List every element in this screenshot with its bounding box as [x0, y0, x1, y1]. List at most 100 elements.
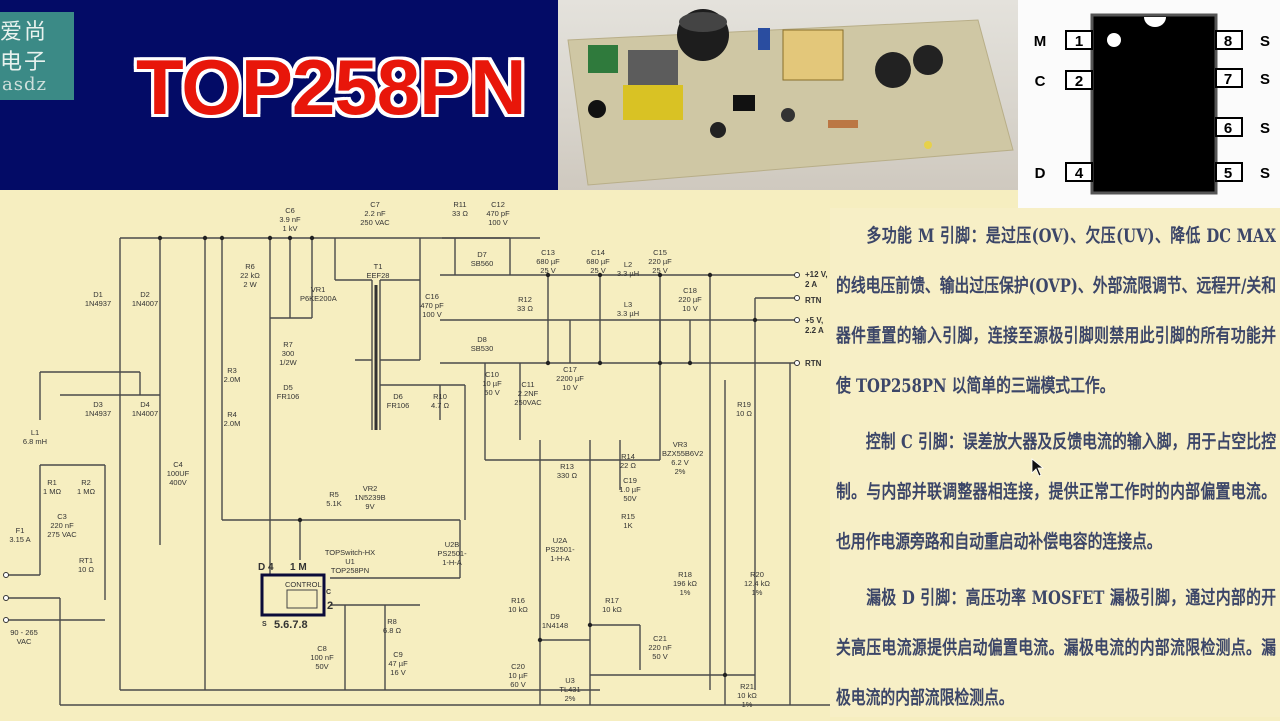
logo-line-2: 电子 [0, 50, 49, 75]
ic-control-block [286, 589, 318, 609]
pin-name: C [1035, 73, 1046, 90]
component-label: R7 300 1/2W [279, 340, 297, 367]
junction-dot [309, 235, 315, 241]
component-label: R4 2.0M [223, 410, 241, 428]
brand-logo: 爱尚 电子 asdz [0, 12, 74, 100]
input-terminal [3, 572, 9, 578]
component-label: R16 10 kΩ [508, 596, 528, 614]
junction-dot [202, 235, 208, 241]
ic-source-pins: 5.6.7.8 [274, 619, 308, 631]
component-label: C20 10 µF 60 V [508, 662, 528, 689]
component-label: C16 470 pF 100 V [420, 292, 444, 319]
component-label: C19 1.0 µF 50V [619, 476, 641, 503]
component-label: R17 10 kΩ [602, 596, 622, 614]
component-label: VR1 P6KE200A [300, 285, 337, 303]
pin-number: 2 [1075, 73, 1083, 90]
component-label: C7 2.2 nF 250 VAC [360, 200, 390, 227]
junction-dot [587, 622, 593, 628]
output-label: RTN [805, 296, 822, 305]
input-terminal [3, 595, 9, 601]
junction-dot [545, 272, 551, 278]
component-label: D5 FR106 [276, 383, 300, 401]
component-label: L3 3.3 µH [616, 300, 640, 318]
component-label: R8 6.8 Ω [382, 617, 402, 635]
chip-title: TOP258PN [136, 43, 526, 131]
junction-dot [287, 235, 293, 241]
junction-dot [597, 272, 603, 278]
component-label: R10 4.7 Ω [430, 392, 450, 410]
junction-dot [707, 272, 713, 278]
ic-pin-m: 1 M [290, 562, 307, 573]
junction-dot [545, 360, 551, 366]
pin-name: D [1035, 165, 1046, 182]
pin-d-description: 漏极 D 引脚：高压功率 MOSFET 漏极引脚，通过内部的开关高压电流源提供启… [836, 588, 1276, 709]
output-label: +12 V, 2 A [805, 270, 828, 289]
component-label: C4 100UF 400V [166, 460, 190, 487]
component-label: D4 1N4007 [131, 400, 159, 418]
pin-name: M [1034, 33, 1047, 50]
component-label: C17 2200 µF 10 V [556, 365, 584, 392]
pin-name: S [1260, 120, 1270, 137]
component-label: C15 220 µF 25 V [648, 248, 672, 275]
component-label: L1 6.8 mH [22, 428, 48, 446]
junction-dot [687, 360, 693, 366]
output-label: +5 V, 2.2 A [805, 316, 824, 335]
component-label: R14 22 Ω [619, 452, 637, 470]
component-label: C3 220 nF 275 VAC [47, 512, 77, 539]
junction-dot [267, 235, 273, 241]
component-label: C9 47 µF 16 V [388, 650, 408, 677]
schematic-wires [3, 235, 830, 706]
pin-number: 6 [1224, 120, 1232, 137]
junction-dot [722, 672, 728, 678]
pin-4-lead [1065, 162, 1093, 182]
ic-control-label: CONTROL [285, 580, 322, 589]
pcb-photo [558, 0, 1018, 190]
component-label: C21 220 nF 50 V [648, 634, 672, 661]
component-label: R1 1 MΩ [42, 478, 62, 496]
component-label: U3 TL431 2% [559, 676, 581, 703]
component-label: D2 1N4007 [131, 290, 159, 308]
pin-name: S [1260, 165, 1270, 182]
logo-line-1: 爱尚 [0, 20, 49, 45]
pin-1-lead [1065, 30, 1093, 50]
pin-m-description: 多功能 M 引脚：是过压(OV)、欠压(UV)、降低 DC MAX 的线电压前馈… [836, 226, 1276, 397]
component-label: D6 FR106 [386, 392, 410, 410]
component-label: R5 5.1K [326, 490, 342, 508]
component-label: TOPSwitch-HX U1 TOP258PN [324, 548, 376, 575]
component-label: R21 10 kΩ 1% [737, 682, 757, 709]
pin-2-lead [1065, 70, 1093, 90]
component-label: F1 3.15 A [9, 526, 31, 544]
title-banner: 爱尚 电子 asdz TOP258PN [0, 0, 558, 190]
pin-c-description: 控制 C 引脚：误差放大器及反馈电流的输入脚，用于占空比控制。与内部并联调整器相… [836, 432, 1276, 553]
junction-dot [297, 517, 303, 523]
component-label: VR3 BZX55B6V2 6.2 V 2% [662, 440, 704, 476]
pin-number: 4 [1075, 165, 1084, 182]
component-label: D9 1N4148 [541, 612, 569, 630]
pin-number: 1 [1075, 33, 1083, 50]
component-label: D7 SB560 [470, 250, 494, 268]
output-terminal [794, 272, 800, 278]
component-label: T1 EEF28 [366, 262, 390, 280]
component-label: C12 470 pF 100 V [486, 200, 510, 227]
output-terminal [794, 317, 800, 323]
component-label: C8 100 nF 50V [310, 644, 334, 671]
component-label: L2 3.3 µH [616, 260, 640, 278]
output-label: RTN [805, 359, 822, 368]
input-terminal [3, 617, 9, 623]
ic-pin-d: D 4 [258, 562, 274, 573]
pin-number: 8 [1224, 33, 1232, 50]
pin-7-lead [1215, 68, 1243, 88]
ic-pin-s: S [262, 621, 267, 628]
junction-dot [157, 235, 163, 241]
junction-dot [657, 272, 663, 278]
mouse-cursor-icon [1031, 458, 1045, 477]
junction-dot [537, 637, 543, 643]
component-label: C11 2.2NF 250VAC [514, 380, 542, 407]
pin-8-lead [1215, 30, 1243, 50]
junction-dot [219, 235, 225, 241]
ic-pin-c: C [326, 589, 332, 596]
junction-dot [752, 317, 758, 323]
component-label: C6 3.9 nF 1 kV [279, 206, 301, 233]
component-label: RT1 10 Ω [77, 556, 95, 574]
